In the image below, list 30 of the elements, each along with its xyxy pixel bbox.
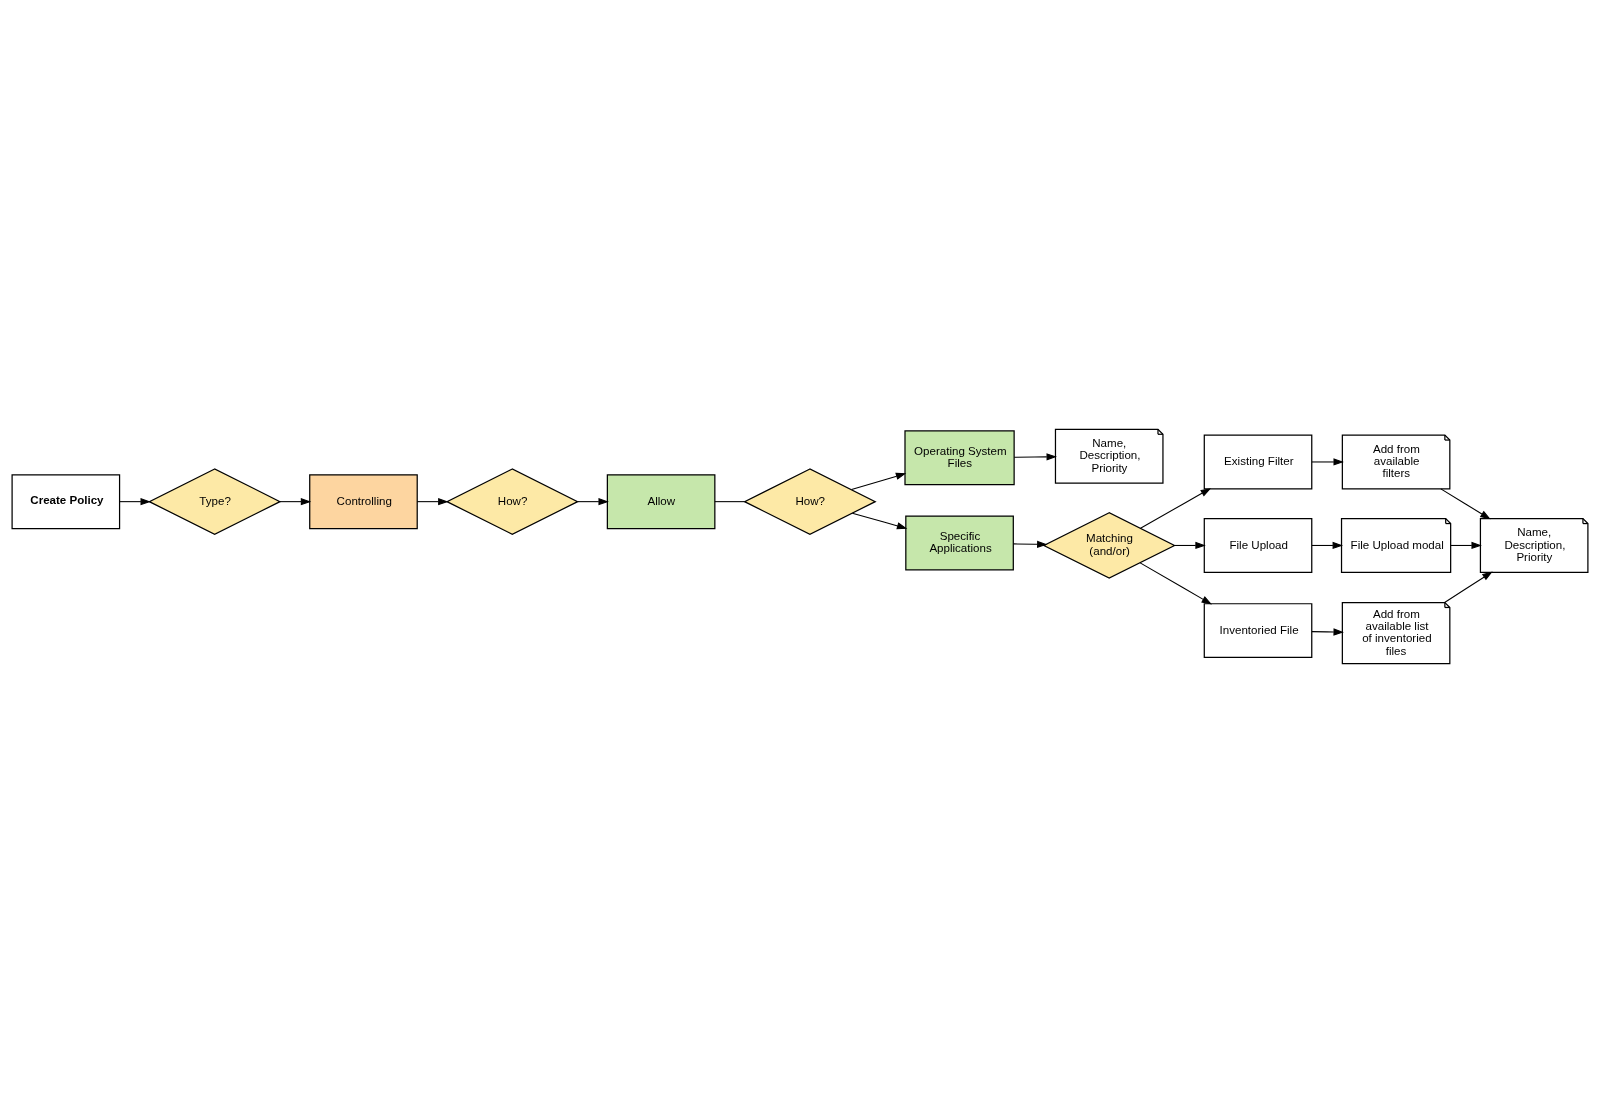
node-box: Inventoried File: [1203, 603, 1313, 659]
node-box: Specific Applications: [905, 515, 1014, 571]
node-diamond: Matching (and/or): [1042, 512, 1176, 579]
node-box: Operating System Files: [904, 430, 1015, 486]
node-box: Create Policy: [11, 474, 121, 530]
arrow: [1013, 453, 1057, 461]
arrow: [279, 498, 312, 506]
node-box: Allow: [606, 474, 716, 530]
node-diamond: How?: [743, 468, 877, 535]
arrow: [1311, 628, 1344, 636]
node-box: File Upload: [1203, 518, 1313, 573]
arrow: [1440, 488, 1491, 520]
arrow: [1311, 541, 1343, 550]
arrow: [1174, 541, 1206, 550]
arrow: [119, 498, 151, 506]
arrow: [1012, 540, 1048, 548]
node-box: Controlling: [309, 474, 418, 530]
arrow: [1444, 571, 1493, 603]
node-diamond: Type?: [147, 468, 282, 535]
connector: [714, 501, 746, 503]
arrow: [1311, 458, 1344, 466]
arrow: [577, 498, 609, 506]
arrow: [1450, 541, 1482, 550]
arrow: [416, 498, 449, 506]
arrow: [851, 512, 908, 530]
node-box: Existing Filter: [1203, 434, 1313, 490]
arrow: [1139, 562, 1212, 605]
arrow: [851, 472, 907, 491]
node-diamond: How?: [445, 468, 579, 535]
arrow: [1140, 488, 1212, 529]
